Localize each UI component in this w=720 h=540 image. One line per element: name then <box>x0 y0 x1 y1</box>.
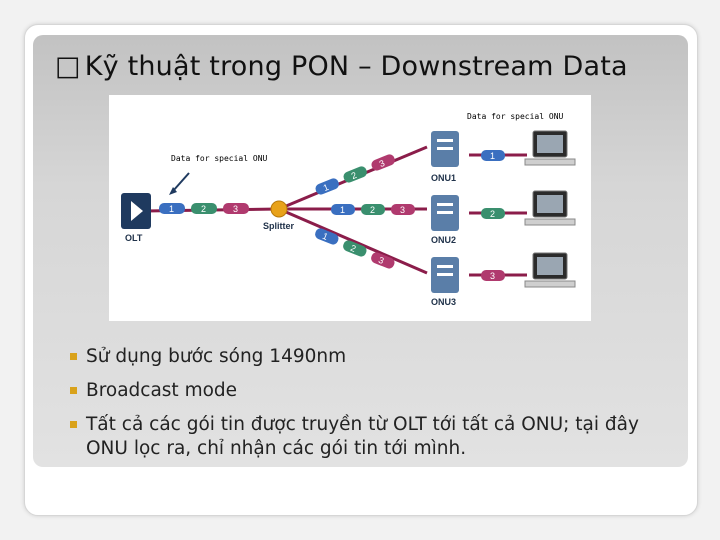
computer-icon-2 <box>524 190 576 226</box>
bullet-text: Tất cả các gói tin được truyền từ OLT tớ… <box>86 414 639 459</box>
onu-1: ONU1 <box>431 131 459 183</box>
packet-b2-2 <box>361 204 385 215</box>
computer-1-base <box>524 158 576 166</box>
packet-olt-3-label: 3 <box>233 204 238 214</box>
bullet-item: Sử dụng bước sóng 1490nm <box>70 345 670 369</box>
packet-b2-2-label: 2 <box>370 205 375 215</box>
computer-3-base <box>524 280 576 288</box>
arrow-to-olt-head <box>169 187 177 195</box>
olt-packets: 1 2 3 <box>159 203 249 214</box>
bullet-square-icon <box>70 353 77 360</box>
onu-2-stripe <box>437 203 453 206</box>
packet-b3-2 <box>343 240 367 257</box>
packet-olt-1-label: 1 <box>169 204 174 214</box>
onu-1-label: ONU1 <box>431 173 456 183</box>
packet-b2-1 <box>331 204 355 215</box>
pon-diagram: Data for special ONU Data for special ON… <box>109 95 591 321</box>
packet-b1-3 <box>371 154 395 171</box>
packet-b3-3-label: 3 <box>377 255 385 266</box>
delivered-packet-2 <box>481 208 505 219</box>
onu-2-label: ONU2 <box>431 235 456 245</box>
packet-b1-2 <box>343 166 367 183</box>
packet-olt-1 <box>159 203 185 214</box>
computer-1-screen <box>537 135 563 153</box>
computer-2-base <box>524 218 576 226</box>
packet-b1-3-label: 3 <box>378 158 386 169</box>
computer-2-screen <box>537 195 563 213</box>
packet-olt-2 <box>191 203 217 214</box>
delivered-packet-3-label: 3 <box>490 271 495 281</box>
fiber-branch-3 <box>278 207 428 275</box>
packet-b3-3 <box>371 252 395 269</box>
packet-b2-3-label: 3 <box>400 205 405 215</box>
splitter-node <box>270 200 288 218</box>
bullet-square-icon <box>70 421 77 428</box>
delivered-packet-1-label: 1 <box>490 151 495 161</box>
slide-title: □Kỹ thuật trong PON – Downstream Data <box>55 51 628 82</box>
delivered-packet-2-label: 2 <box>490 209 495 219</box>
branch-1-packets: 1 2 3 <box>315 154 395 195</box>
delivered-packet-3 <box>481 270 505 281</box>
onu-3-stripe <box>437 265 453 268</box>
onu-3-label: ONU3 <box>431 297 456 307</box>
packet-olt-2-label: 2 <box>201 204 206 214</box>
computer-icon-1 <box>524 130 576 166</box>
title-text: Kỹ thuật trong PON – Downstream Data <box>84 51 628 82</box>
bullet-item: Broadcast mode <box>70 379 670 403</box>
splitter-label: Splitter <box>263 221 295 231</box>
computer-3-screen <box>537 257 563 275</box>
onu-3: ONU3 <box>431 257 459 307</box>
onu-2-stripe-2 <box>437 211 453 214</box>
computer-icon-3 <box>524 252 576 288</box>
packet-b1-1 <box>315 178 339 195</box>
onu-2: ONU2 <box>431 195 459 245</box>
bullet-item: Tất cả các gói tin được truyền từ OLT tớ… <box>70 413 670 461</box>
onu-1-stripe-2 <box>437 147 453 150</box>
packet-b2-1-label: 1 <box>340 205 345 215</box>
branch-2-packets: 1 2 3 <box>331 204 415 215</box>
packet-b3-1 <box>315 228 339 245</box>
bullet-text: Sử dụng bước sóng 1490nm <box>86 346 347 367</box>
olt-arrow-icon <box>131 201 143 221</box>
arrow-to-olt <box>172 172 190 192</box>
packet-b3-2-label: 2 <box>349 243 357 254</box>
delivered-packet-1 <box>481 150 505 161</box>
packet-b1-1-label: 1 <box>322 182 330 193</box>
bullet-square-icon <box>70 387 77 394</box>
data-label-right: Data for special ONU <box>467 112 564 121</box>
onu-1-stripe <box>437 139 453 142</box>
olt-device: OLT <box>121 193 151 243</box>
data-label-left: Data for special ONU <box>171 154 268 163</box>
onu-3-stripe-2 <box>437 273 453 276</box>
packet-olt-3 <box>223 203 249 214</box>
packet-b2-3 <box>391 204 415 215</box>
slide: □Kỹ thuật trong PON – Downstream Data Da… <box>24 24 698 516</box>
pon-diagram-svg: Data for special ONU Data for special ON… <box>121 112 576 307</box>
bullet-text: Broadcast mode <box>86 380 238 401</box>
packet-b1-2-label: 2 <box>350 170 358 181</box>
title-bullet-marker: □ <box>55 51 81 82</box>
bullet-list: Sử dụng bước sóng 1490nm Broadcast mode … <box>70 345 670 471</box>
branch-3-packets: 1 2 3 <box>315 228 395 269</box>
olt-label: OLT <box>125 233 143 243</box>
packet-b3-1-label: 1 <box>321 231 329 242</box>
